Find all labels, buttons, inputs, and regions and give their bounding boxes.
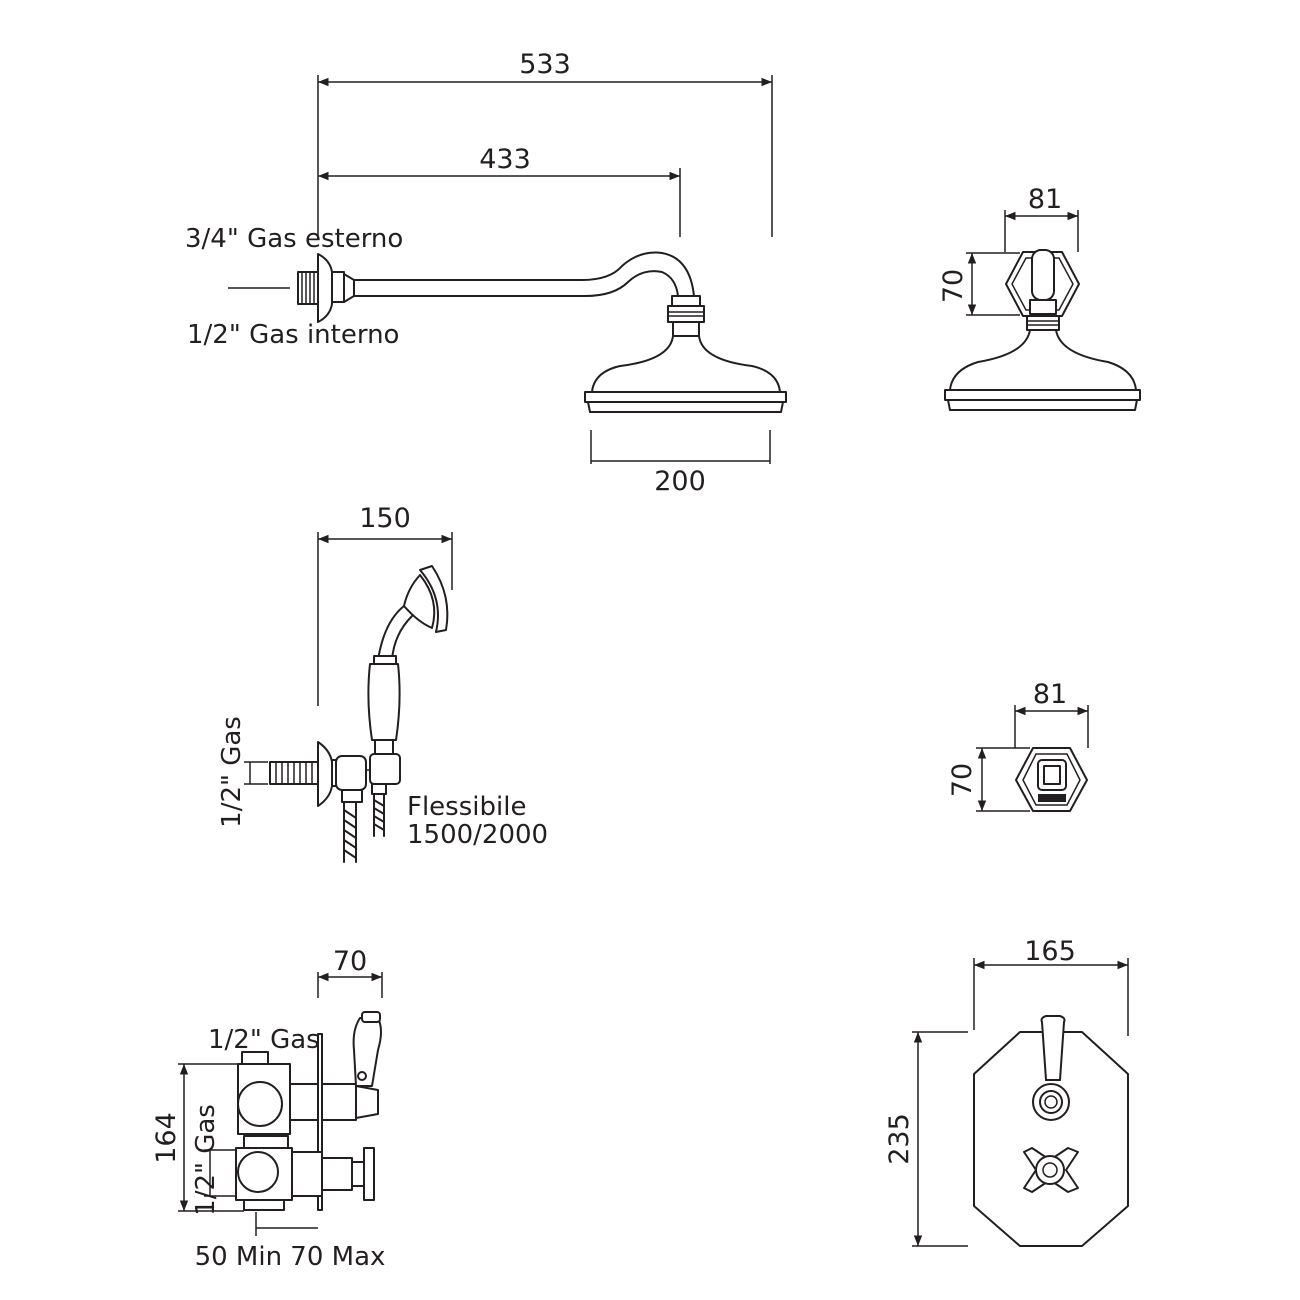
label-hand-gas: 1/2" Gas — [217, 716, 247, 828]
dim-rose-label: 200 — [654, 466, 706, 497]
valve-front-view: 165 235 — [884, 936, 1129, 1247]
dim-valve-height-label: 164 — [151, 1112, 182, 1164]
head-shower-front-view: 81 70 — [938, 184, 1141, 411]
dim-height-label: 70 — [938, 269, 969, 303]
hand-shower-side-view: 150 1/2" — [217, 503, 548, 863]
label-install-depth: 50 Min 70 Max — [195, 1242, 386, 1272]
label-external-thread: 3/4" Gas esterno — [185, 224, 403, 254]
shower-rose-side — [584, 335, 787, 413]
dim-plate-width-label: 165 — [1024, 936, 1076, 967]
dimension-150: 150 — [317, 503, 453, 706]
valve-side-view: 70 1/2" Gas 164 — [151, 946, 385, 1272]
dimension-70-top: 70 — [938, 252, 1020, 316]
dim-width-label: 81 — [1028, 184, 1062, 215]
dim-outlet-height-label: 70 — [947, 763, 978, 797]
label-hose-line1: Flessibile — [407, 792, 526, 822]
dimension-533: 533 — [317, 49, 773, 240]
dimension-gas-hand: 1/2" Gas — [217, 716, 268, 828]
label-hose-line2: 1500/2000 — [407, 820, 548, 850]
label-valve-gas-top: 1/2" Gas — [208, 1025, 320, 1055]
dimension-235: 235 — [884, 1031, 968, 1247]
dimension-70-mid: 70 — [947, 747, 1030, 812]
dim-outlet-width-label: 81 — [1033, 679, 1067, 710]
dimension-70-valve: 70 — [317, 946, 383, 998]
dimension-gas-side: 1/2" Gas — [191, 1104, 236, 1216]
dim-plate-height-label: 235 — [884, 1113, 915, 1165]
dim-arm-label: 433 — [479, 144, 531, 175]
label-internal-thread: 1/2" Gas interno — [187, 320, 399, 350]
dimension-200: 200 — [590, 430, 771, 497]
dimension-165: 165 — [973, 936, 1129, 1036]
dim-valve-depth-label: 70 — [333, 946, 367, 977]
label-valve-gas-side: 1/2" Gas — [191, 1104, 221, 1216]
dimension-433: 433 — [318, 144, 681, 237]
dim-overall-label: 533 — [519, 49, 571, 80]
dimension-164: 164 — [151, 1063, 244, 1212]
dimension-81-mid: 81 — [1014, 679, 1089, 748]
dimension-81-top: 81 — [1004, 184, 1079, 252]
wall-outlet-front-view: 81 70 — [947, 679, 1089, 812]
inlet-thread — [297, 271, 319, 305]
head-shower-side-view: 533 433 3/4" Gas esterno 1/2" Gas intern… — [185, 49, 787, 497]
dim-hand-width-label: 150 — [359, 503, 411, 534]
